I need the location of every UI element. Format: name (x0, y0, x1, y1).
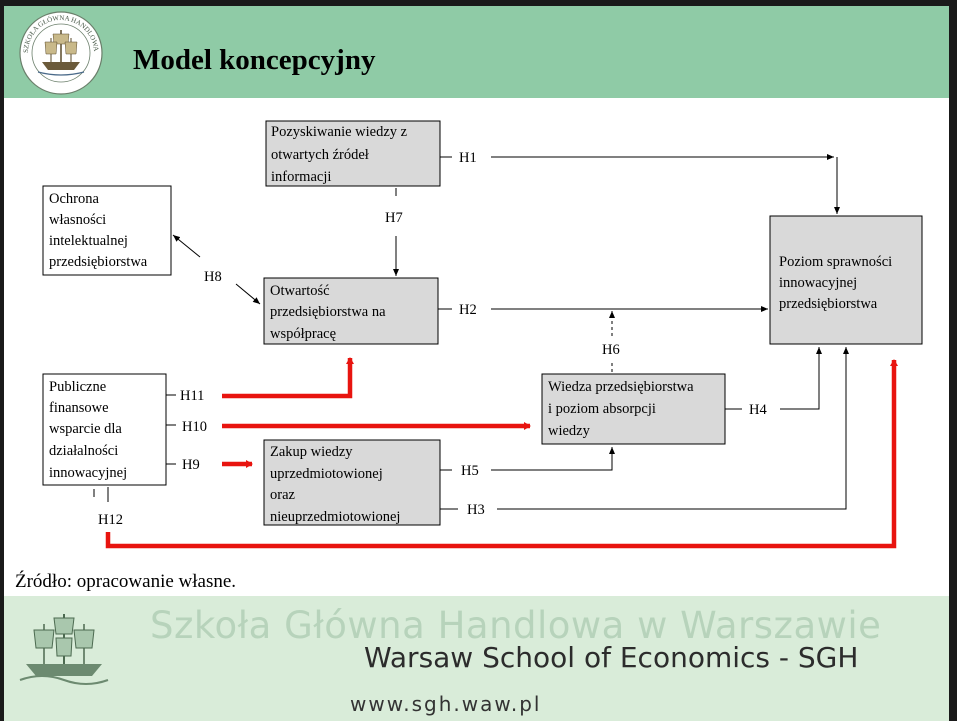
node-ochrona-label: Ochrona własności intelektualnej przedsi… (49, 191, 148, 270)
node-poziom-line-2: innowacyjnej (779, 275, 857, 291)
node-poziom-label: Poziom sprawności innowacyjnej przedsięb… (779, 254, 896, 312)
node-otwartosc (263, 277, 439, 345)
edge-h3-b (497, 347, 849, 510)
node-pozyskiwanie-line-1: Pozyskiwanie wiedzy z (271, 124, 408, 140)
node-pozyskiwanie-line-2: otwartych źródeł (271, 147, 369, 163)
node-publiczne-line-2: finansowe (49, 400, 109, 416)
label-h5: H5 (461, 463, 479, 479)
header-band (4, 6, 949, 98)
node-ochrona-line-3: intelektualnej (49, 233, 128, 249)
label-h11: H11 (180, 388, 204, 404)
node-publiczne-line-1: Publiczne (49, 379, 106, 395)
red-arrow-h12 (105, 359, 898, 549)
node-wiedza (541, 373, 726, 445)
school-seal-logo: SZKOŁA GŁÓWNA HANDLOWA W WARSZAWIE (18, 10, 103, 95)
label-h4: H4 (749, 402, 767, 418)
label-h10: H10 (182, 419, 207, 435)
edge-h8-b (235, 283, 261, 305)
node-otwartosc-line-3: współpracę (270, 326, 336, 342)
node-otwartosc-label: Otwartość przedsiębiorstwa na współpracę (270, 283, 389, 342)
label-h6: H6 (602, 342, 620, 358)
node-ochrona-line-1: Ochrona (49, 191, 99, 207)
label-h12: H12 (98, 512, 123, 528)
node-pozyskiwanie-label: Pozyskiwanie wiedzy z otwartych źródeł i… (271, 124, 411, 185)
school-name-polish: Szkoła Główna Handlowa w Warszawie (150, 604, 882, 647)
node-wiedza-label: Wiedza przedsiębiorstwa i poziom absorpc… (548, 379, 697, 439)
school-name-english: Warsaw School of Economics - SGH (364, 641, 859, 674)
node-zakup-line-4: nieuprzedmiotowionej (270, 509, 400, 525)
node-wiedza-line-1: Wiedza przedsiębiorstwa (548, 379, 694, 395)
node-poziom-line-3: przedsiębiorstwa (779, 296, 878, 312)
node-pozyskiwanie (265, 120, 441, 187)
edge-h4-b (780, 347, 822, 410)
edge-h5-b (491, 447, 615, 471)
edge-h8-a (172, 234, 201, 258)
node-zakup-line-2: uprzedmiotowionej (270, 466, 383, 482)
node-zakup-line-1: Zakup wiedzy (270, 444, 353, 460)
node-wiedza-line-2: i poziom absorpcji (548, 401, 656, 417)
ship-logo-icon (19, 614, 109, 685)
node-wiedza-line-3: wiedzy (548, 423, 591, 439)
node-poziom (769, 215, 923, 345)
node-pozyskiwanie-line-3: informacji (271, 169, 331, 185)
label-h9: H9 (182, 457, 200, 473)
label-h8: H8 (204, 269, 222, 285)
frame-right (949, 0, 957, 721)
node-publiczne-label: Publiczne finansowe wsparcie dla działal… (49, 379, 127, 481)
node-poziom-line-1: Poziom sprawności (779, 254, 892, 270)
node-ochrona (42, 185, 172, 276)
node-publiczne-line-4: działalności (49, 443, 118, 459)
source-note: Źródło: opracowanie własne. (15, 571, 237, 592)
node-publiczne (42, 373, 167, 486)
label-h7: H7 (385, 210, 403, 226)
frame-left (0, 0, 4, 721)
footer-bottom-strip (4, 688, 949, 721)
frame-top (0, 0, 957, 6)
label-h2: H2 (459, 302, 477, 318)
label-h1: H1 (459, 150, 477, 166)
node-ochrona-line-2: własności (49, 212, 106, 228)
slide-title: Model koncepcyjny (133, 44, 376, 76)
label-h3: H3 (467, 502, 485, 518)
node-publiczne-line-5: innowacyjnej (49, 465, 127, 481)
red-arrow-h11 (222, 357, 354, 399)
node-otwartosc-line-1: Otwartość (270, 283, 330, 299)
node-ochrona-line-4: przedsiębiorstwa (49, 254, 148, 270)
school-url[interactable]: www.sgh.waw.pl (350, 692, 542, 716)
node-publiczne-line-3: wsparcie dla (49, 421, 122, 437)
node-zakup (263, 439, 441, 526)
node-zakup-line-3: oraz (270, 487, 296, 503)
node-zakup-label: Zakup wiedzy uprzedmiotowionej oraz nieu… (270, 444, 400, 525)
node-otwartosc-line-2: przedsiębiorstwa na (270, 304, 386, 320)
